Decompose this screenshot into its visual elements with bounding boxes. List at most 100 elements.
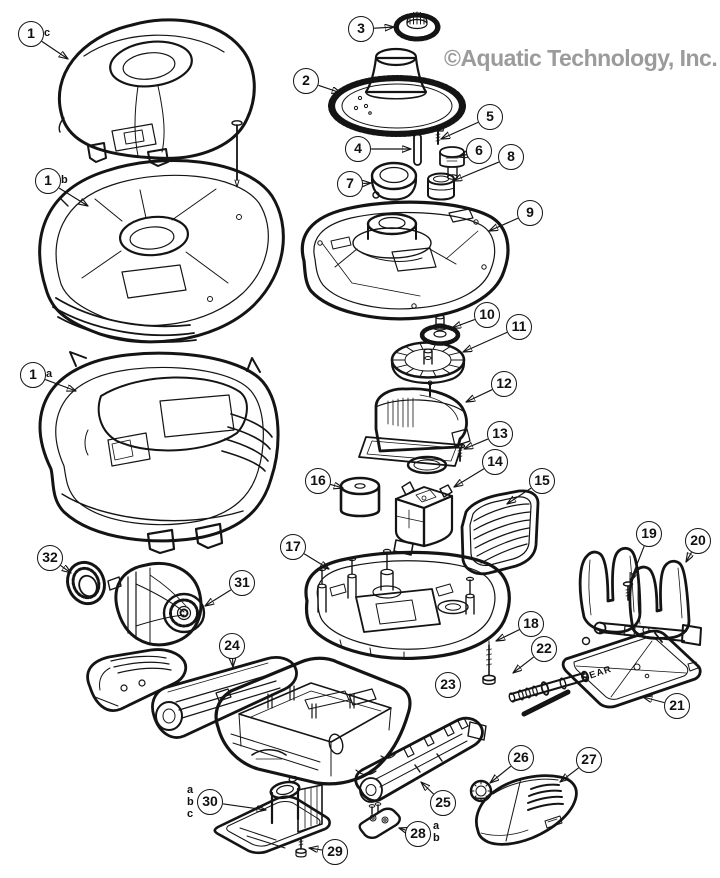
leader-line-26: [489, 765, 512, 784]
callout-31: 31: [229, 570, 255, 596]
callout-number: 12: [496, 375, 512, 391]
callout-sub-letter: c: [44, 27, 51, 39]
callout-19: 19: [636, 521, 662, 547]
callout-number: 3: [357, 20, 365, 36]
leader-line-5: [440, 121, 479, 140]
callout-24: 24: [219, 633, 245, 659]
callout-number: 24: [224, 637, 240, 653]
callout-13: 13: [487, 421, 513, 447]
callout-10: 10: [474, 302, 500, 328]
callout-number: 32: [42, 549, 58, 565]
part-2-drive-gear: [328, 47, 466, 137]
callout-sub-letter: a: [46, 368, 53, 380]
part-20-steering-forks: [578, 546, 702, 646]
watermark-text: ©Aquatic Technology, Inc.: [444, 45, 718, 71]
leader-line-30: [222, 803, 267, 810]
part-29-screw: [295, 837, 307, 858]
callout-number: 9: [526, 204, 534, 220]
callout-letter: b: [433, 832, 440, 844]
callout-3: 3: [348, 16, 374, 42]
part-14-gearbox: [393, 455, 454, 556]
callout-number: 6: [475, 142, 483, 158]
callout-23: 23: [435, 672, 461, 698]
callout-number: 22: [536, 640, 552, 656]
leader-line-14: [453, 468, 485, 488]
callout-26: 26: [508, 745, 534, 771]
leader-line-25: [420, 781, 434, 795]
callout-number: 4: [354, 140, 362, 156]
leader-line-31: [204, 589, 232, 607]
callout-number: 26: [513, 749, 529, 765]
callout-number: 1: [29, 366, 37, 382]
leader-line-15: [506, 487, 532, 505]
part-3-pinion-gear: [393, 11, 441, 42]
leader-line-32: [60, 566, 72, 574]
leader-line-9: [488, 217, 519, 232]
leader-line-10: [451, 319, 475, 328]
callout-18: 18: [518, 611, 544, 637]
part-31-turbine-drum: [107, 562, 206, 647]
leader-line-19: [629, 546, 645, 583]
callout-number: 29: [327, 843, 343, 859]
callout-15: 15: [529, 468, 555, 494]
part-1a-body: [38, 351, 280, 555]
part-30-foot-assembly: [213, 775, 331, 855]
callout-number: 7: [346, 175, 354, 191]
part-7-retainer-ring: [370, 161, 418, 201]
leader-line-2: [318, 84, 342, 93]
callout-number: 1: [27, 25, 35, 41]
callout-number: 13: [492, 425, 508, 441]
callout-27: 27: [576, 747, 602, 773]
leader-line-11: [462, 331, 508, 353]
callout-20: 20: [685, 528, 711, 554]
leader-line-8: [452, 161, 500, 182]
part-32-bearing: [66, 560, 106, 606]
callout-number: 2: [302, 72, 310, 88]
callout-number: 1: [44, 172, 52, 188]
callout-14: 14: [482, 449, 508, 475]
callout-number: 5: [486, 108, 494, 124]
leader-line-29: [308, 848, 323, 850]
callout-number: 15: [534, 472, 550, 488]
callout-32: 32: [37, 545, 63, 571]
part-12-turbine-housing: [358, 380, 471, 467]
callout-number: 25: [435, 794, 451, 810]
callout-29: 29: [322, 839, 348, 865]
leader-lines: [41, 27, 691, 850]
callout-number: 19: [641, 525, 657, 541]
callout-22: 22: [531, 636, 557, 662]
callout-number: 21: [669, 697, 685, 713]
callout-letter: a: [433, 820, 440, 832]
callout-28: 28: [405, 821, 431, 847]
part-17-middle-housing: [304, 548, 511, 661]
leader-line-3: [373, 27, 395, 28]
part-15-flap-door: [460, 489, 540, 576]
part-11-turbine-wheel: [390, 341, 466, 385]
leader-line-16: [330, 485, 344, 488]
leader-line-6: [457, 155, 466, 157]
leader-line-28: [398, 828, 405, 830]
part-1b-middle-cover: [38, 159, 285, 344]
leader-line-17: [303, 553, 330, 570]
leader-line-1a: [45, 379, 77, 391]
callout-9: 9: [517, 200, 543, 226]
callout-11: 11: [506, 314, 532, 340]
part-18-screw-long: [482, 640, 496, 685]
callout-16: 16: [305, 468, 331, 494]
part-8-bushing-cup: [427, 172, 455, 201]
callout-number: 8: [507, 148, 515, 164]
leader-line-27: [559, 767, 579, 783]
callout-number: 23: [440, 676, 456, 692]
leader-line-22: [512, 656, 534, 674]
callout-letter: a: [187, 784, 194, 796]
callout-number: 11: [511, 318, 527, 334]
part-24-bumper-panels: [86, 648, 298, 739]
part-4-pin: [413, 133, 422, 166]
callout-6: 6: [466, 138, 492, 164]
part-lower-body-tray: [214, 656, 412, 786]
callout-30: 30: [197, 789, 223, 815]
callout-8: 8: [498, 144, 524, 170]
